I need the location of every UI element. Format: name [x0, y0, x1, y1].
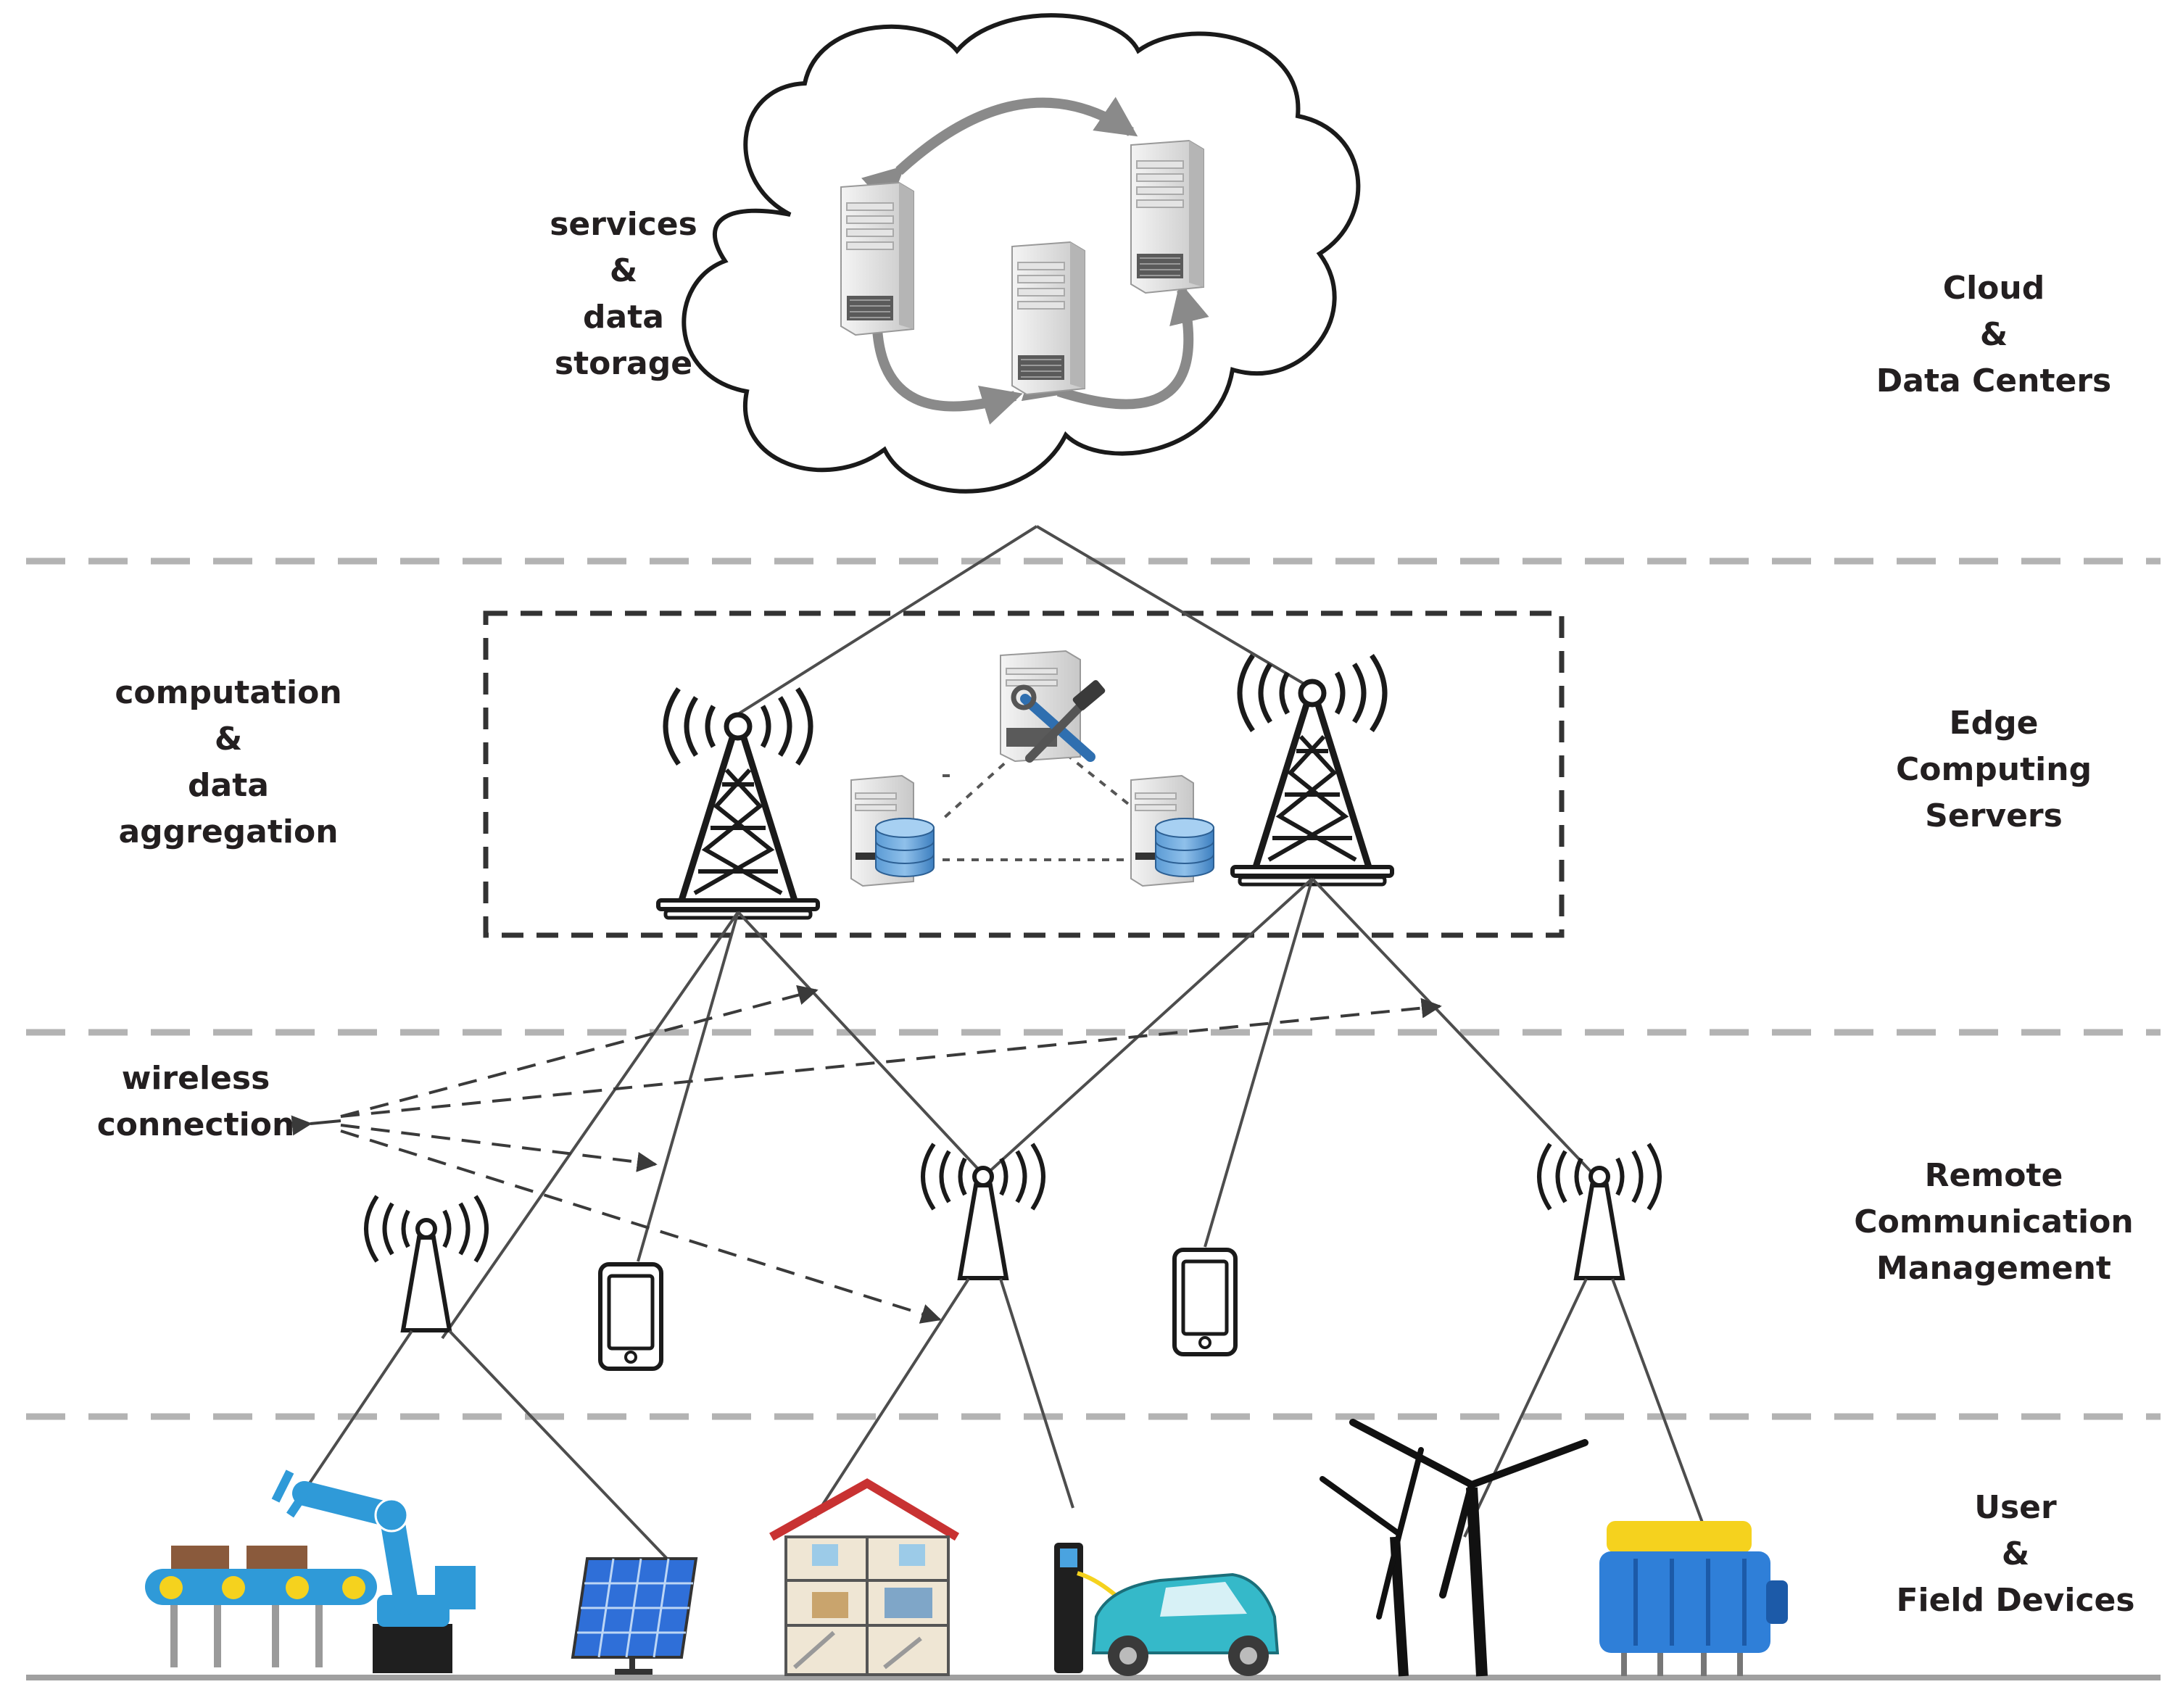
layer-label-user: User & Field Devices — [1871, 1485, 2161, 1624]
annotation-line: computation — [115, 674, 342, 711]
layer-label-cloud: Cloud & Data Centers — [1856, 265, 2132, 405]
layer-label-edge: Edge Computing Servers — [1856, 700, 2132, 840]
layer-label-line: Remote — [1924, 1157, 2063, 1194]
annotation-line: services — [550, 206, 697, 243]
annotation-line: wireless — [121, 1060, 270, 1097]
industrial-machine-icon — [1599, 1521, 1788, 1676]
annotation-line: storage — [554, 345, 693, 382]
layer-label-line: & — [2001, 1535, 2030, 1572]
wind-turbine-icon — [1349, 1419, 1588, 1677]
sync-arrow-right — [1021, 282, 1209, 410]
smartphone-icon — [600, 1264, 661, 1369]
annotation-line: data — [188, 767, 269, 804]
layer-label-line: Communication — [1854, 1203, 2134, 1240]
ev-charging-car-icon — [1054, 1543, 1280, 1676]
layer-label-remote: Remote Communication Management — [1842, 1153, 2146, 1292]
server-tower-icon — [1011, 241, 1085, 395]
server-tower-icon — [840, 182, 914, 336]
server-tower-icon — [1130, 140, 1204, 294]
annotation-line: data — [583, 299, 664, 336]
computation-annotation: computation & data aggregation — [94, 670, 363, 855]
edge-downlink-lines — [441, 877, 1596, 1340]
maintenance-server-icon — [1000, 650, 1106, 763]
cloud-uplink-lines — [731, 525, 1306, 719]
antenna-icon — [366, 1196, 486, 1330]
layer-label-line: User — [1974, 1489, 2057, 1526]
antenna-icon — [923, 1144, 1043, 1278]
layer-label-line: & — [1979, 316, 2008, 353]
edge-computing-box — [483, 610, 1565, 938]
wireless-annotation: wireless connection — [73, 1056, 319, 1148]
annotation-line: & — [609, 252, 638, 289]
wireless-connection-arrows — [340, 984, 1442, 1324]
layer-label-line: Field Devices — [1896, 1582, 2135, 1619]
smartphone-icon — [1175, 1250, 1235, 1354]
sync-arrow-top — [861, 96, 1138, 208]
services-annotation: services & data storage — [522, 202, 725, 387]
house-icon — [769, 1478, 960, 1676]
antenna-icon — [1539, 1144, 1660, 1278]
database-server-icon — [1130, 775, 1214, 887]
layer-label-line: Servers — [1925, 797, 2063, 834]
robotic-arm-conveyor-icon — [145, 1469, 476, 1673]
layer-label-line: Computing — [1895, 751, 2092, 788]
layer-label-line: Cloud — [1942, 270, 2045, 307]
wireless-arrow-origin — [291, 1115, 341, 1136]
device-links — [289, 1277, 1704, 1560]
edge-internal-links — [941, 753, 1140, 861]
layer-label-line: Edge — [1949, 705, 2039, 742]
database-server-icon — [850, 775, 935, 887]
annotation-line: & — [214, 721, 243, 758]
cell-tower-icon — [658, 689, 818, 918]
wind-turbine-icon — [1320, 1447, 1424, 1677]
layer-label-line: Data Centers — [1876, 362, 2112, 399]
cell-tower-icon — [1233, 655, 1392, 884]
layer-label-line: Management — [1876, 1250, 2111, 1287]
sync-arrow-left — [854, 295, 1023, 425]
solar-panel-icon — [571, 1557, 698, 1675]
annotation-line: connection — [96, 1106, 295, 1143]
annotation-line: aggregation — [118, 813, 339, 850]
